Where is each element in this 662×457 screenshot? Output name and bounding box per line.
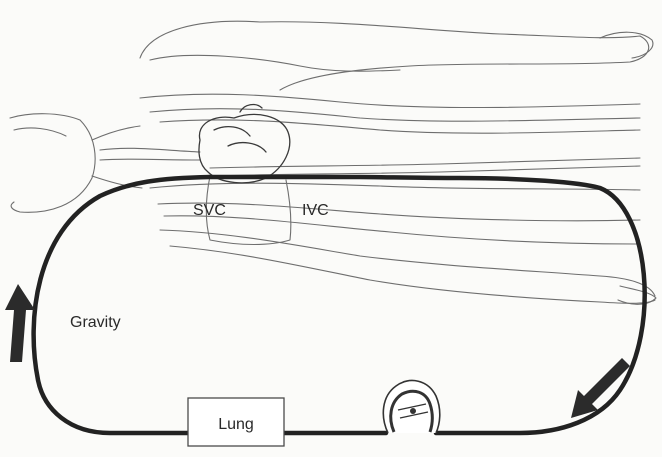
roller-pump-icon: [383, 381, 439, 433]
arrow-up-icon: [5, 284, 35, 362]
circuit-tubing: [34, 177, 645, 433]
ivc-label: IVC: [302, 202, 329, 219]
patient-illustration: [10, 21, 656, 304]
lung-oxygenator: Lung: [188, 398, 284, 446]
gravity-label: Gravity: [70, 314, 121, 331]
lung-label: Lung: [218, 416, 254, 433]
svc-label: SVC: [193, 202, 226, 219]
